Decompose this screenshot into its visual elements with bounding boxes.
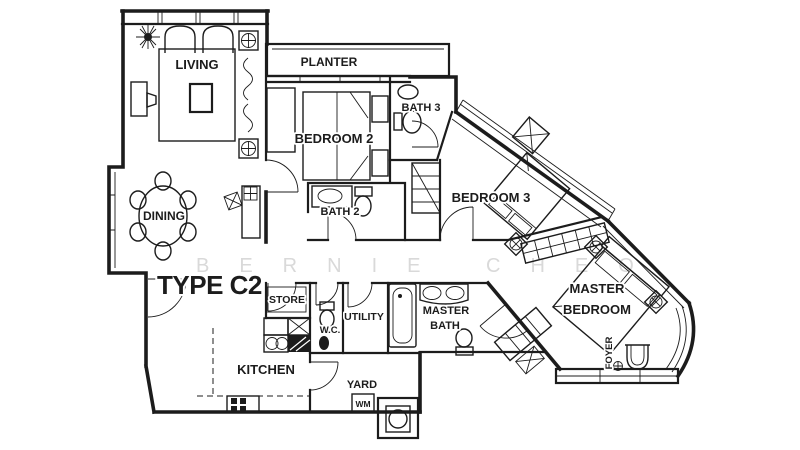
store-shelf: [266, 286, 307, 313]
label-foyer: FOYER: [604, 337, 615, 370]
ac-unit-icon: [238, 138, 259, 159]
bathtub: [388, 283, 417, 348]
coffee-table: [188, 82, 214, 114]
dining-table: [129, 171, 197, 261]
label-bedroom2: BEDROOM 2: [295, 131, 374, 146]
label-wc: W.C.: [320, 325, 341, 336]
exterior-walls: [107, 9, 696, 415]
furniture: [129, 25, 671, 440]
ac-unit-icon: [238, 30, 259, 51]
kitchen-counter: [197, 317, 311, 413]
label-master-bath-1: MASTER: [423, 305, 470, 317]
rug: [158, 48, 236, 142]
label-master-bath-2: BATH: [430, 320, 460, 332]
column-symbol: [503, 231, 529, 257]
closet-shelves: [411, 162, 441, 214]
tv-console: [130, 81, 157, 117]
label-bedroom3: BEDROOM 3: [452, 190, 531, 205]
toilet: [455, 328, 474, 356]
plan-title: TYPE C2: [157, 270, 262, 300]
label-bath3: BATH 3: [402, 102, 441, 114]
armchair-icon: [164, 25, 196, 53]
step-marks: [515, 345, 545, 375]
label-master-bedroom-1: MASTER: [570, 281, 626, 296]
bed: [483, 116, 571, 241]
label-kitchen: KITCHEN: [237, 362, 295, 377]
window-ticks-top: [157, 11, 239, 24]
label-living: LIVING: [175, 57, 218, 72]
label-master-bedroom-2: BEDROOM: [563, 302, 631, 317]
interior-walls: [264, 42, 604, 414]
column-symbol: [643, 289, 669, 315]
column-symbol: [583, 234, 609, 260]
label-dining: DINING: [143, 209, 185, 223]
bath3-fixtures: [393, 84, 422, 134]
plant-icon: [136, 25, 160, 49]
desk: [223, 185, 261, 239]
basin: [613, 344, 650, 371]
armchair-icon: [202, 25, 234, 53]
room-labels: LIVING PLANTER BEDROOM 2 BATH 3 DINING B…: [141, 53, 632, 411]
wardrobe: [520, 222, 610, 264]
plant-icon: [243, 57, 253, 101]
bed: [551, 235, 671, 356]
label-wm: WM: [355, 399, 370, 409]
plant-icon: [243, 103, 253, 133]
appliance-unit: [376, 396, 420, 440]
wardrobe: [266, 87, 296, 153]
bed: [302, 91, 389, 181]
diagonal-wall: [453, 109, 611, 224]
bath2-fixtures: [311, 185, 373, 217]
label-planter: PLANTER: [301, 55, 358, 69]
door-swings: [147, 120, 529, 391]
wardrobe: [493, 306, 553, 362]
curved-glass-wall: [675, 300, 696, 379]
label-utility: UTILITY: [344, 311, 384, 323]
wc-fixtures: [319, 301, 335, 350]
washing-machine: [351, 393, 375, 413]
label-store: STORE: [269, 294, 305, 306]
label-bath2: BATH 2: [321, 206, 360, 218]
label-yard: YARD: [347, 379, 377, 391]
double-vanity: [419, 283, 469, 305]
